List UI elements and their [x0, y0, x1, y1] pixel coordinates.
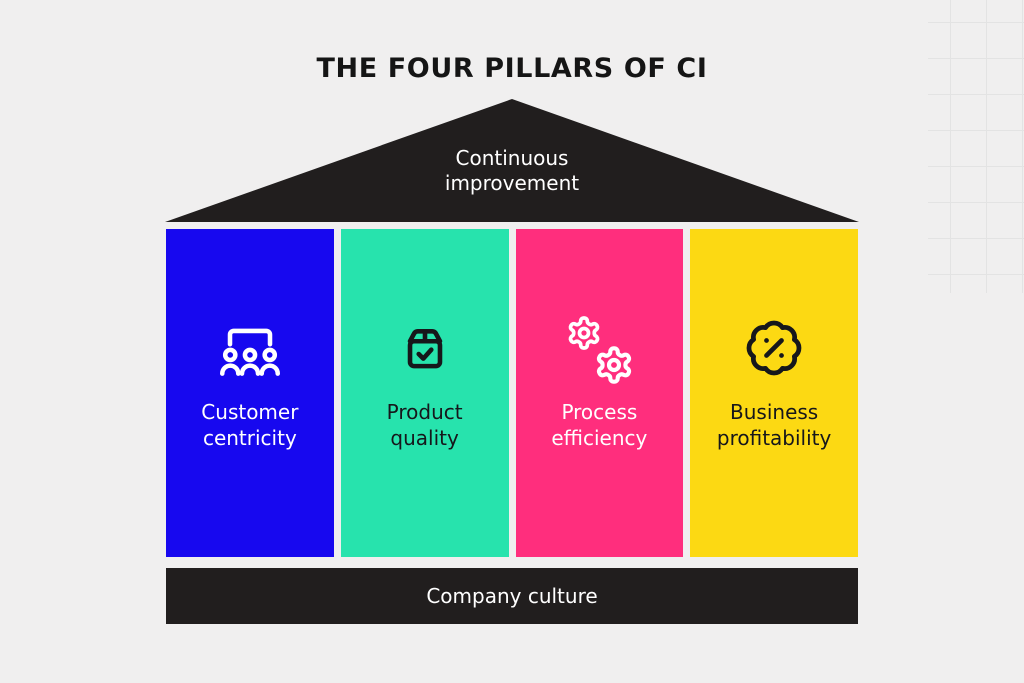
pillar-label: Customer centricity — [201, 400, 299, 450]
pillar-label: Product quality — [386, 400, 463, 450]
pillars-row: Customer centricity Product quality — [166, 229, 858, 557]
pillar-business-profitability: Business profitability — [690, 229, 858, 557]
page-title: THE FOUR PILLARS OF CI — [316, 53, 708, 84]
roof-triangle: Continuous improvement — [165, 99, 859, 222]
pillar-customer-centricity: Customer centricity — [166, 229, 334, 557]
pillar-process-efficiency: Process efficiency — [515, 229, 684, 557]
base-label: Company culture — [426, 584, 598, 608]
base-bar: Company culture — [166, 568, 858, 624]
roof-label: Continuous improvement — [444, 146, 580, 195]
pillar-label: Business profitability — [716, 400, 832, 450]
pillar-label: Process efficiency — [551, 400, 648, 450]
pillar-product-quality: Product quality — [340, 229, 509, 557]
decorative-grid — [928, 0, 1024, 293]
gears-icon — [566, 315, 632, 384]
team-icon — [218, 315, 282, 381]
package-check-icon — [396, 315, 454, 381]
badge-percent-icon — [744, 315, 804, 381]
